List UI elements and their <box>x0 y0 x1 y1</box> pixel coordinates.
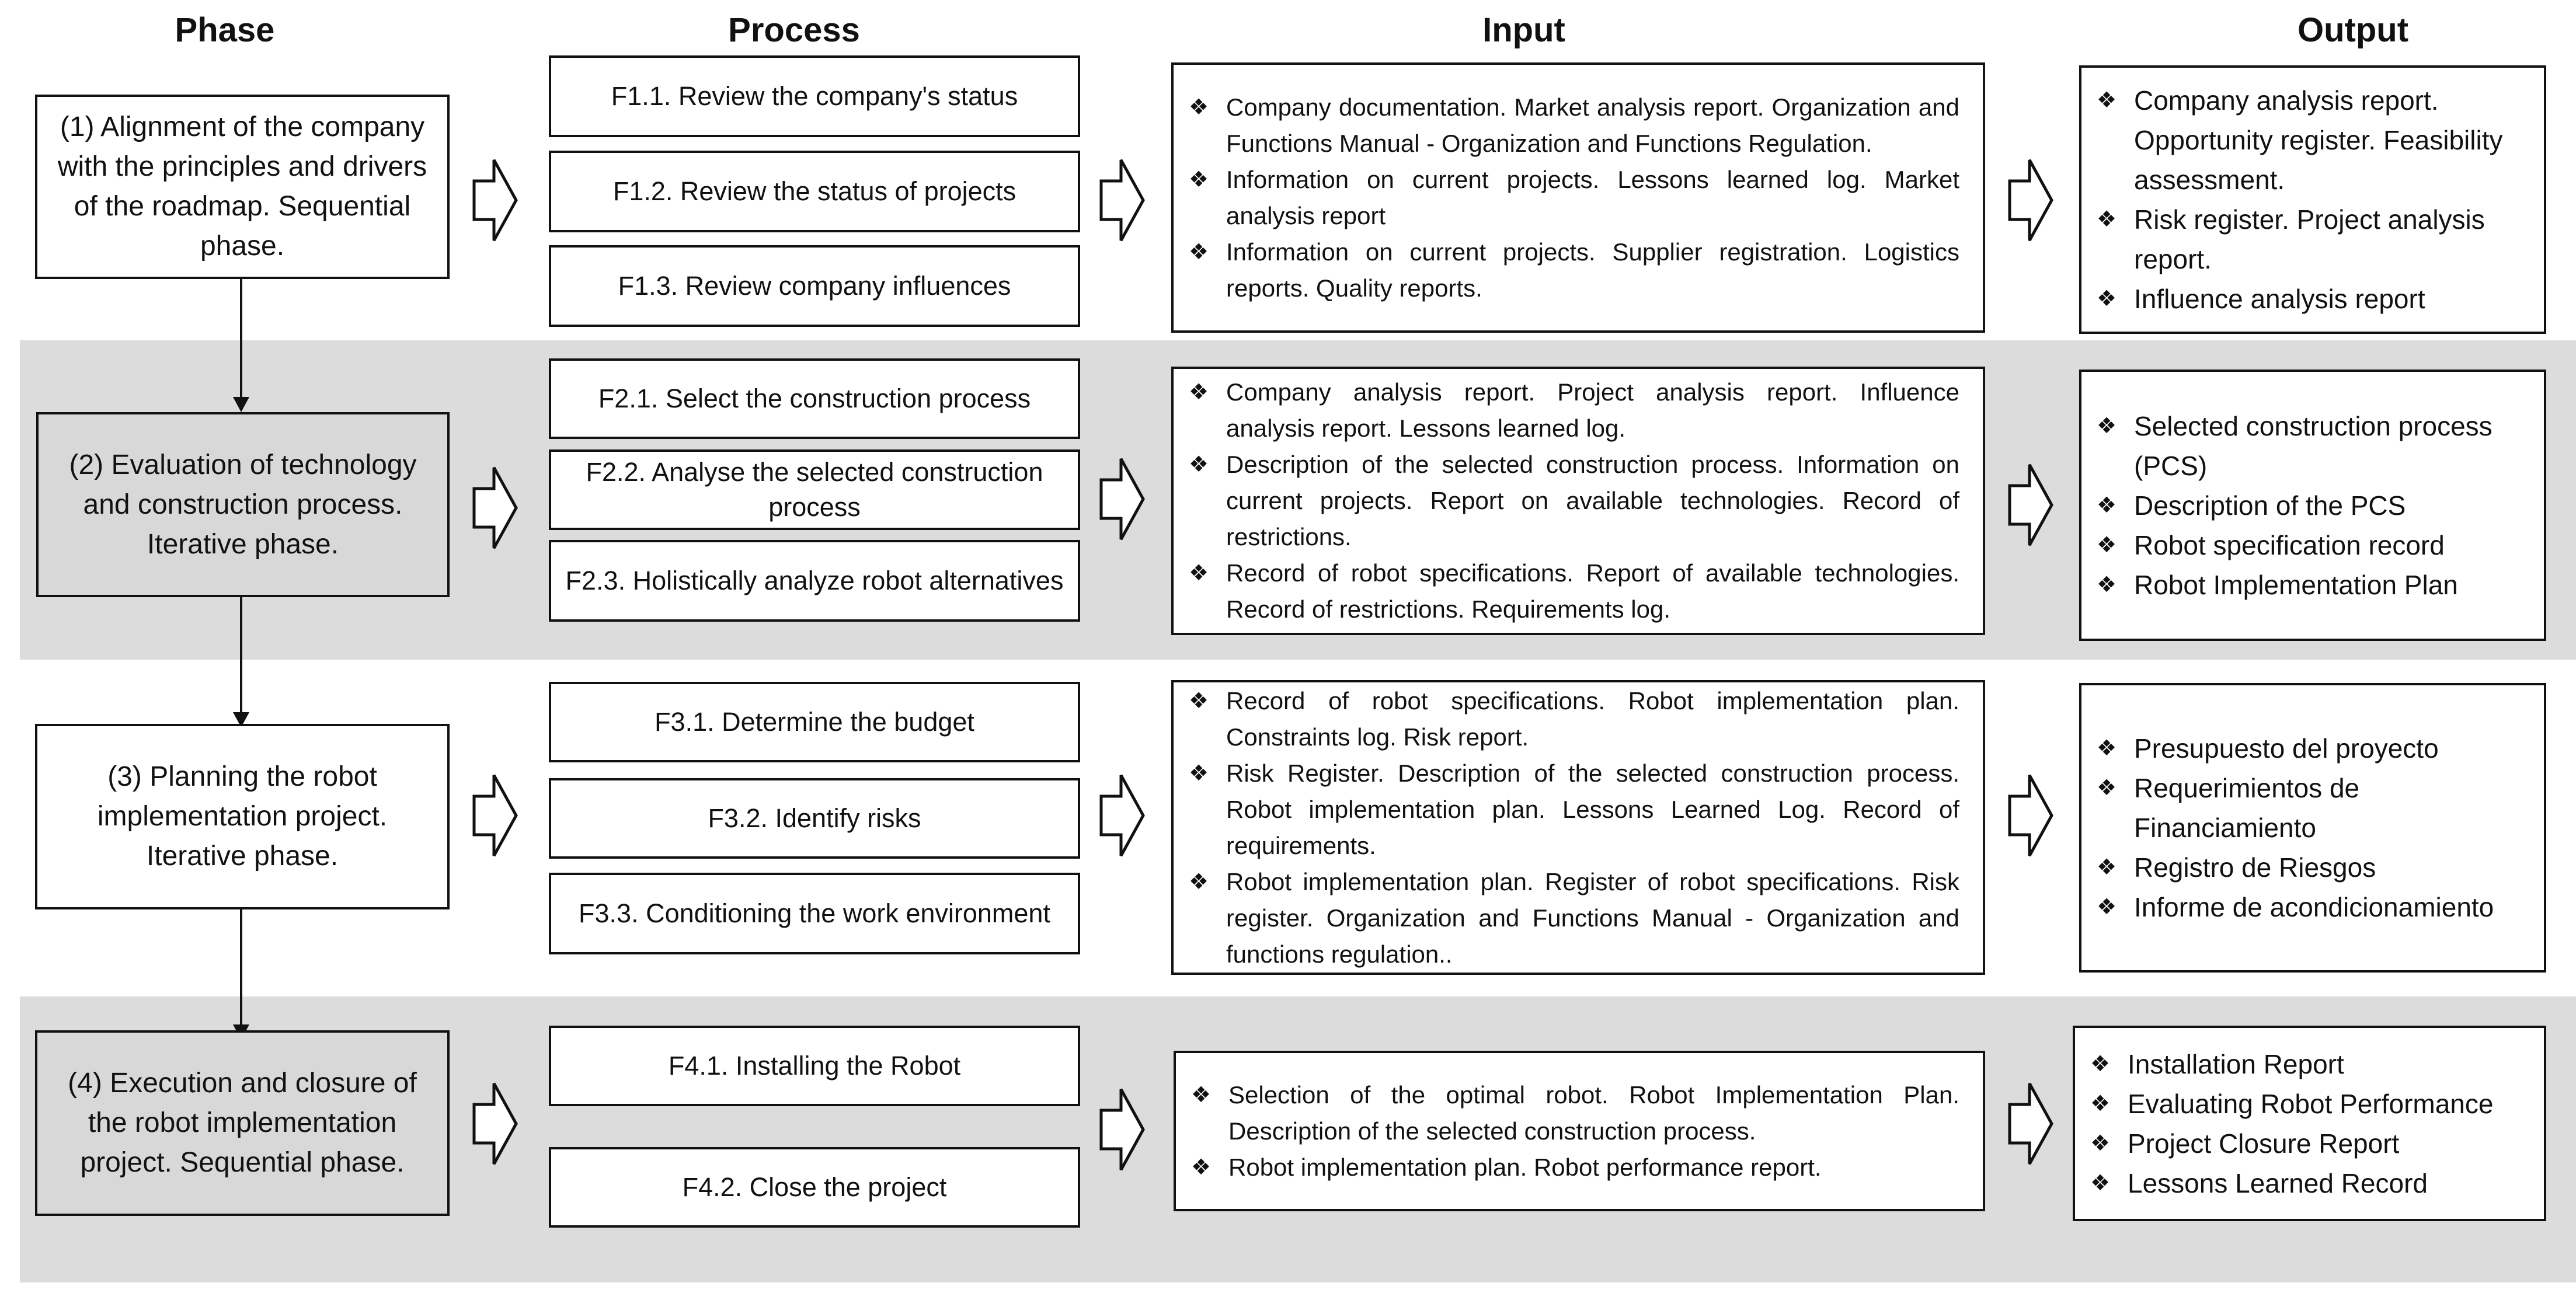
right-arrow-icon <box>472 466 518 549</box>
phase-4-box: (4) Execution and closure of the robot i… <box>35 1030 450 1216</box>
phase-2-box: (2) Evaluation of technology and constru… <box>36 412 450 597</box>
output-box-phase-3: ❖Presupuesto del proyecto ❖Requerimiento… <box>2079 683 2546 973</box>
process-f1-3: F1.3. Review company influences <box>549 245 1080 327</box>
output-item: ❖Requerimientos de Financiamiento <box>2097 768 2529 848</box>
input-item: ❖Information on current projects. Suppli… <box>1189 234 1959 306</box>
process-f3-3: F3.3. Conditioning the work environment <box>549 873 1080 954</box>
input-item: ❖Robot implementation plan. Robot perfor… <box>1191 1149 1959 1186</box>
diamond-bullet-icon: ❖ <box>2097 287 2117 311</box>
diamond-bullet-icon: ❖ <box>1189 95 1209 120</box>
output-item: ❖Robot specification record <box>2097 525 2529 565</box>
diamond-bullet-icon: ❖ <box>1191 1082 1212 1107</box>
process-f3-1: F3.1. Determine the budget <box>549 682 1080 762</box>
right-arrow-icon <box>2008 774 2053 857</box>
process-f1-1: F1.1. Review the company's status <box>549 55 1080 137</box>
output-item: ❖Lessons Learned Record <box>2090 1163 2529 1203</box>
right-arrow-icon <box>472 774 518 857</box>
output-item: ❖Registro de Riesgos <box>2097 848 2529 887</box>
output-item: ❖Installation Report <box>2090 1044 2529 1084</box>
header-input: Input <box>1482 11 1565 49</box>
output-item: ❖Project Closure Report <box>2090 1124 2529 1163</box>
input-item: ❖Information on current projects. Lesson… <box>1189 162 1959 234</box>
diamond-bullet-icon: ❖ <box>1189 688 1209 713</box>
right-arrow-icon <box>2008 159 2053 242</box>
phase-1-box: (1) Alignment of the company with the pr… <box>35 95 450 279</box>
diamond-bullet-icon: ❖ <box>2097 532 2117 557</box>
input-item: ❖Company analysis report. Project analys… <box>1189 374 1959 447</box>
diamond-bullet-icon: ❖ <box>1189 761 1209 786</box>
diamond-bullet-icon: ❖ <box>2090 1091 2111 1116</box>
right-arrow-icon <box>2008 463 2053 546</box>
diamond-bullet-icon: ❖ <box>2090 1131 2111 1156</box>
diamond-bullet-icon: ❖ <box>1189 239 1209 264</box>
right-arrow-icon <box>2008 1082 2053 1165</box>
diamond-bullet-icon: ❖ <box>2097 736 2117 761</box>
output-item: ❖Influence analysis report <box>2097 279 2529 319</box>
right-arrow-icon <box>1099 774 1145 857</box>
diamond-bullet-icon: ❖ <box>2097 88 2117 113</box>
input-item: ❖Record of robot specifications. Report … <box>1189 555 1959 628</box>
connector-3-4 <box>240 909 242 1026</box>
header-output: Output <box>2297 11 2409 49</box>
diamond-bullet-icon: ❖ <box>2097 855 2117 880</box>
process-f4-1: F4.1. Installing the Robot <box>549 1026 1080 1106</box>
diamond-bullet-icon: ❖ <box>1189 869 1209 894</box>
output-box-phase-2: ❖Selected construction process (PCS) ❖De… <box>2079 370 2546 641</box>
input-box-phase-3: ❖Record of robot specifications. Robot i… <box>1171 680 1985 975</box>
diamond-bullet-icon: ❖ <box>1191 1155 1212 1180</box>
output-item: ❖Description of the PCS <box>2097 486 2529 525</box>
diamond-bullet-icon: ❖ <box>2090 1051 2111 1076</box>
diamond-bullet-icon: ❖ <box>2097 413 2117 438</box>
right-arrow-icon <box>472 159 518 242</box>
header-process: Process <box>728 11 860 49</box>
input-item: ❖Description of the selected constructio… <box>1189 447 1959 555</box>
output-item: ❖Company analysis report. Opportunity re… <box>2097 81 2529 200</box>
output-item: ❖Robot Implementation Plan <box>2097 565 2529 605</box>
diamond-bullet-icon: ❖ <box>2097 776 2117 800</box>
input-item: ❖Risk Register. Description of the selec… <box>1189 755 1959 864</box>
right-arrow-icon <box>1099 458 1145 541</box>
process-f2-2: F2.2. Analyse the selected construction … <box>549 449 1080 530</box>
output-item: ❖Presupuesto del proyecto <box>2097 729 2529 768</box>
input-item: ❖Robot implementation plan. Register of … <box>1189 864 1959 973</box>
input-box-phase-1: ❖Company documentation. Market analysis … <box>1171 62 1985 333</box>
right-arrow-icon <box>472 1082 518 1165</box>
process-f2-3: F2.3. Holistically analyze robot alterna… <box>549 540 1080 622</box>
diamond-bullet-icon: ❖ <box>2090 1170 2111 1196</box>
input-item: ❖Company documentation. Market analysis … <box>1189 89 1959 162</box>
process-f4-2: F4.2. Close the project <box>549 1147 1080 1228</box>
diamond-bullet-icon: ❖ <box>1189 452 1209 477</box>
process-f3-2: F3.2. Identify risks <box>549 778 1080 859</box>
diamond-bullet-icon: ❖ <box>1189 380 1209 405</box>
connector-1-2-arrowhead <box>233 397 249 412</box>
input-item: ❖Record of robot specifications. Robot i… <box>1189 683 1959 755</box>
output-item: ❖Informe de acondicionamiento <box>2097 887 2529 927</box>
output-box-phase-4: ❖Installation Report ❖Evaluating Robot P… <box>2073 1026 2546 1221</box>
output-item: ❖Risk register. Project analysis report. <box>2097 200 2529 279</box>
input-item: ❖Selection of the optimal robot. Robot I… <box>1191 1077 1959 1149</box>
connector-2-3 <box>240 597 242 714</box>
header-phase: Phase <box>175 11 275 49</box>
input-box-phase-2: ❖Company analysis report. Project analys… <box>1171 367 1985 635</box>
diamond-bullet-icon: ❖ <box>2097 572 2117 597</box>
diamond-bullet-icon: ❖ <box>2097 895 2117 919</box>
right-arrow-icon <box>1099 1088 1145 1171</box>
input-box-phase-4: ❖Selection of the optimal robot. Robot I… <box>1174 1051 1985 1211</box>
connector-1-2 <box>240 279 242 399</box>
diamond-bullet-icon: ❖ <box>2097 493 2117 518</box>
diamond-bullet-icon: ❖ <box>1189 167 1209 192</box>
phase-3-box: (3) Planning the robot implementation pr… <box>35 724 450 909</box>
output-item: ❖Selected construction process (PCS) <box>2097 406 2529 486</box>
output-item: ❖Evaluating Robot Performance <box>2090 1084 2529 1124</box>
process-f1-2: F1.2. Review the status of projects <box>549 151 1080 232</box>
output-box-phase-1: ❖Company analysis report. Opportunity re… <box>2079 65 2546 334</box>
diamond-bullet-icon: ❖ <box>1189 561 1209 585</box>
right-arrow-icon <box>1099 159 1145 242</box>
process-f2-1: F2.1. Select the construction process <box>549 358 1080 439</box>
diamond-bullet-icon: ❖ <box>2097 207 2117 232</box>
